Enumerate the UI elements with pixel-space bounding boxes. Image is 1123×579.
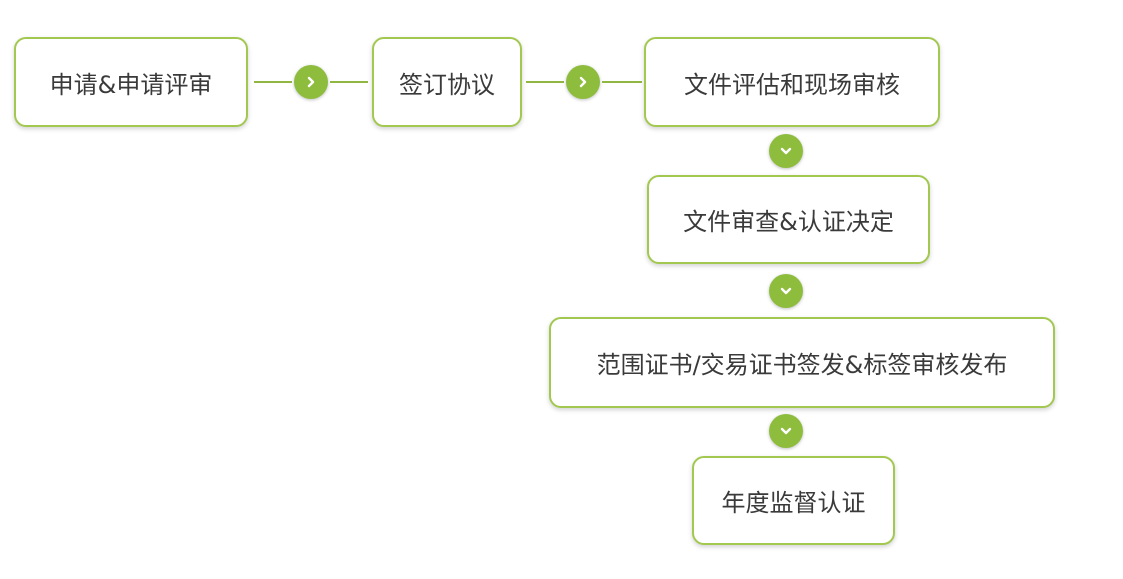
step-annual-surveillance: 年度监督认证 — [692, 456, 895, 545]
step-document-review-decision: 文件审查&认证决定 — [647, 175, 930, 264]
step-label: 文件审查&认证决定 — [683, 208, 894, 236]
step-sign-agreement: 签订协议 — [372, 37, 522, 127]
chevron-down-icon — [769, 274, 803, 308]
connector-line — [602, 81, 642, 83]
step-label: 年度监督认证 — [721, 489, 866, 517]
step-label: 范围证书/交易证书签发&标签审核发布 — [596, 351, 1008, 379]
connector-line — [526, 81, 564, 83]
chevron-right-icon — [566, 65, 600, 99]
chevron-right-icon — [294, 65, 328, 99]
step-label: 申请&申请评审 — [49, 70, 213, 99]
step-label: 签订协议 — [399, 70, 495, 99]
connector-line — [254, 81, 292, 83]
chevron-down-icon — [769, 414, 803, 448]
step-certificate-issuance: 范围证书/交易证书签发&标签审核发布 — [549, 317, 1055, 408]
connector-line — [330, 81, 368, 83]
chevron-down-icon — [769, 134, 803, 168]
step-application-review: 申请&申请评审 — [14, 37, 248, 127]
step-document-onsite-audit: 文件评估和现场审核 — [644, 37, 940, 127]
step-label: 文件评估和现场审核 — [684, 70, 900, 99]
